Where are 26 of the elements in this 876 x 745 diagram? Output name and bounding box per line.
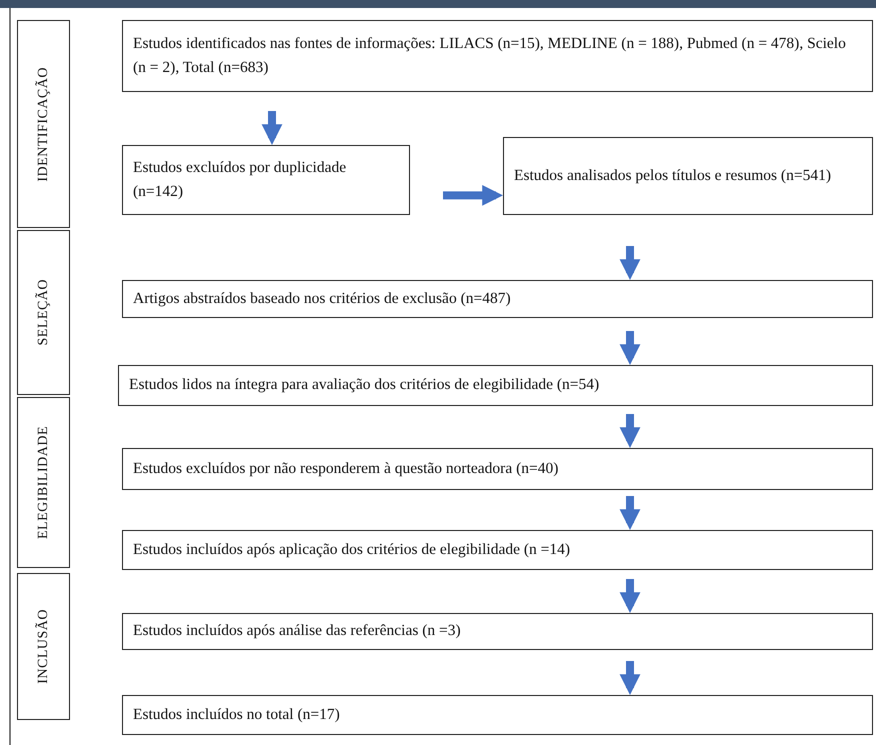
process-box <box>503 137 873 215</box>
box-text: Estudos identificados nas fontes de informações: LILACS (n=15), MEDLINE (n = 188), Pubmed (n = 478), Scielo (n = 2), Total (n=683) <box>132 34 847 78</box>
box-text: Estudos incluídos após análise das referências (n =3) <box>132 621 462 642</box>
box-text: Estudos excluídos por duplicidade (n=142) <box>132 158 348 202</box>
stage-label: SELEÇÃO <box>34 279 52 346</box>
stage-label: IDENTIFICAÇÃO <box>34 66 52 182</box>
box-text: Artigos abstraídos baseado nos critérios de exclusão (n=487) <box>132 288 512 309</box>
process-box <box>118 365 873 406</box>
process-box <box>122 695 873 735</box>
process-box <box>122 280 873 318</box>
box-text: Estudos excluídos por não responderem à questão norteadora (n=40) <box>132 458 560 479</box>
process-box <box>122 448 873 490</box>
box-text: Estudos analisados pelos títulos e resumos (n=541) <box>513 166 832 186</box>
stage-box <box>17 573 70 720</box>
stage-label: INCLUSÃO <box>34 609 52 684</box>
stage-box <box>17 230 70 395</box>
box-text: Estudos lidos na íntegra para avaliação dos critérios de elegibilidade (n=54) <box>128 375 600 396</box>
box-text: Estudos incluídos após aplicação dos critérios de elegibilidade (n =14) <box>132 540 572 560</box>
box-text: Estudos incluídos no total (n=17) <box>132 704 341 725</box>
stage-box <box>17 20 70 228</box>
stage-box <box>17 397 70 568</box>
process-box <box>122 530 873 570</box>
process-box <box>122 20 873 92</box>
process-box <box>122 613 873 650</box>
process-box <box>122 145 410 215</box>
stage-label: ELEGIBILIDADE <box>34 426 52 540</box>
